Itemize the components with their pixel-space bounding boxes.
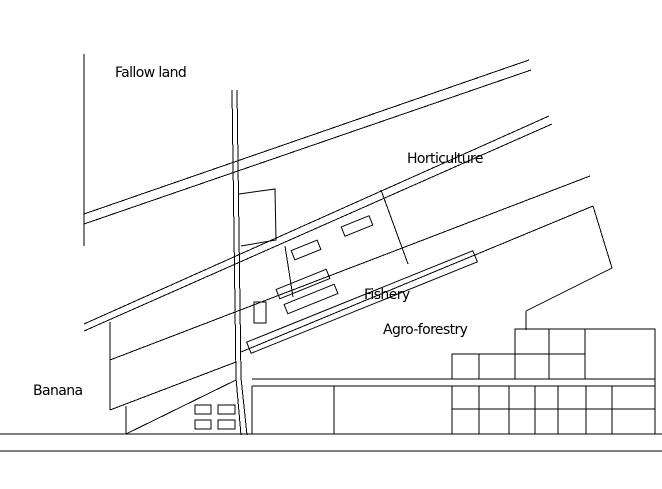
pond-5	[253, 301, 267, 324]
agro-forestry-label: Agro-forestry	[383, 322, 468, 338]
fishery-area	[109, 175, 613, 435]
pond-2	[340, 215, 374, 237]
pond-3	[275, 268, 331, 300]
horticulture-label: Horticulture	[407, 151, 484, 167]
main-road	[231, 89, 248, 436]
fishery-label: Fishery	[364, 287, 410, 303]
fallow-land-label: Fallow land	[115, 65, 187, 81]
horticulture-area	[83, 115, 553, 332]
agro-forestry-plots	[251, 328, 656, 434]
ponds	[245, 215, 479, 354]
road-side-plot	[238, 188, 277, 247]
pond-1	[290, 239, 322, 261]
pond-4	[283, 283, 339, 315]
banana-label: Banana	[33, 383, 83, 399]
fallow-land-area	[83, 54, 532, 246]
pond-long	[245, 250, 479, 354]
small-buildings	[194, 404, 236, 430]
bottom-road	[0, 433, 662, 452]
